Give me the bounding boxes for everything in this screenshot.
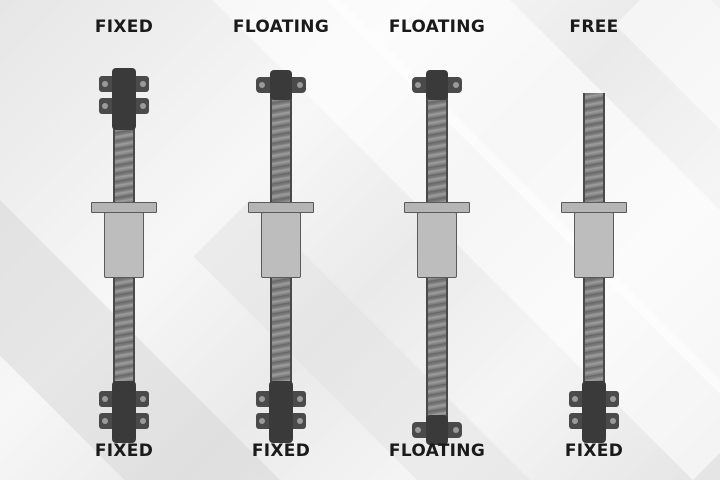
ball-nut-icon xyxy=(261,212,301,278)
top-label-free: FREE xyxy=(569,17,619,37)
floating-bracket-icon xyxy=(412,415,462,445)
floating-bracket-icon xyxy=(256,70,306,100)
fixed-bracket-icon xyxy=(256,381,306,443)
bottom-label-floating: FLOATING xyxy=(388,441,486,461)
bottom-label-fixed: FIXED xyxy=(251,441,311,461)
bottom-label-fixed: FIXED xyxy=(94,441,154,461)
ball-nut-icon xyxy=(417,212,457,278)
bottom-label-fixed: FIXED xyxy=(564,441,624,461)
top-label-floating: FLOATING xyxy=(232,17,330,37)
fixed-bracket-icon xyxy=(99,68,149,130)
floating-bracket-icon xyxy=(412,70,462,100)
ball-nut-icon xyxy=(574,212,614,278)
top-label-floating: FLOATING xyxy=(388,17,486,37)
top-label-fixed: FIXED xyxy=(94,17,154,37)
ball-nut-icon xyxy=(104,212,144,278)
fixed-bracket-icon xyxy=(99,381,149,443)
fixed-bracket-icon xyxy=(569,381,619,443)
